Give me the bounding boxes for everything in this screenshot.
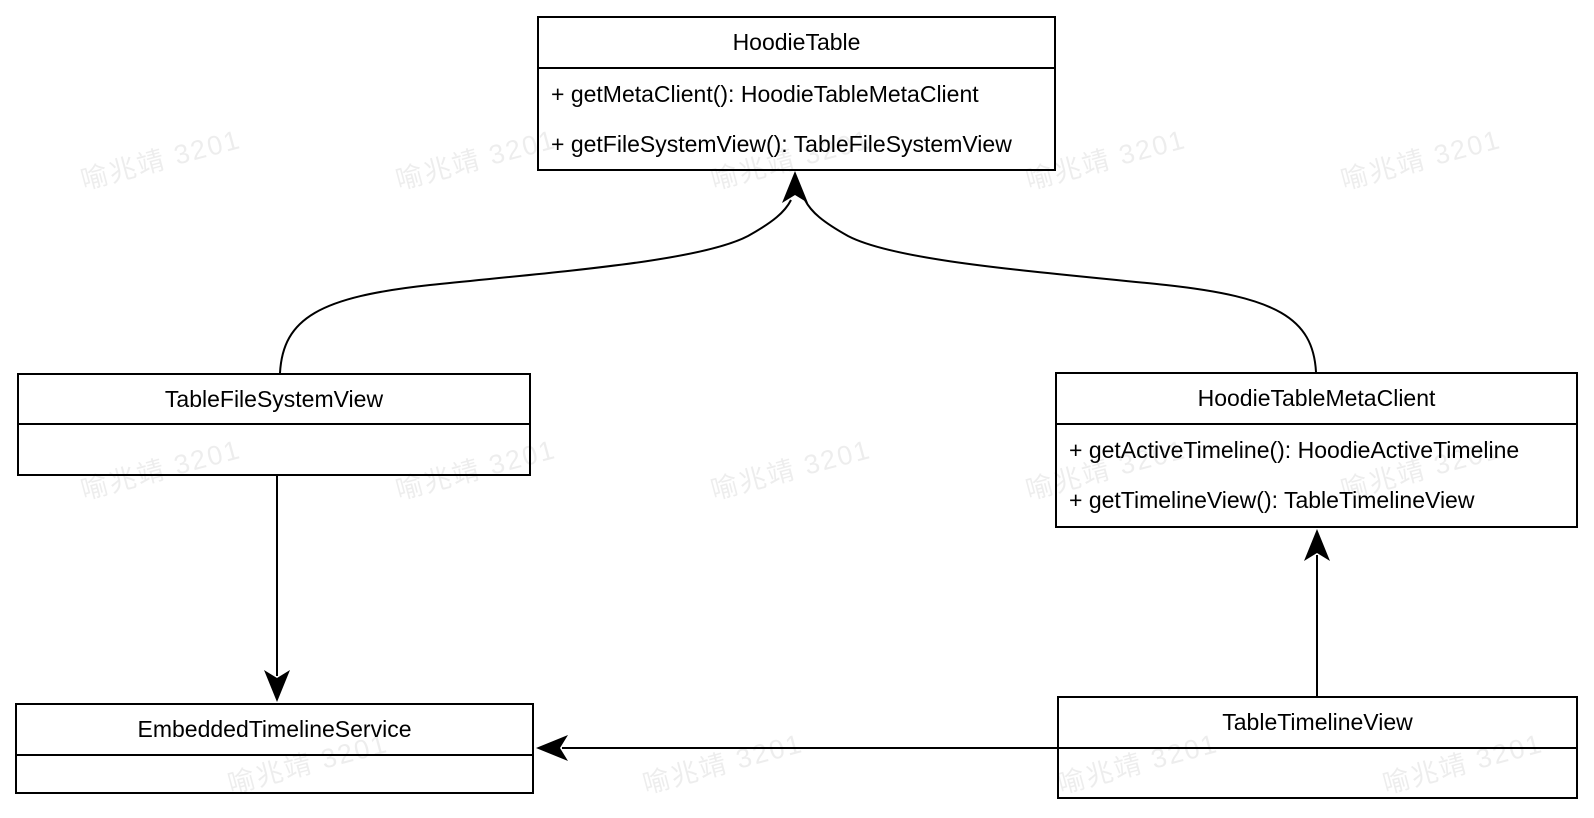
arrowhead-up-hoodietablemetaclient bbox=[1304, 529, 1330, 561]
edge-tablefilesystemview-to-hoodietable bbox=[279, 199, 792, 374]
class-title-hoodietable: HoodieTable bbox=[539, 18, 1054, 69]
class-box-tabletimelineview: TableTimelineView bbox=[1057, 696, 1578, 799]
class-box-hoodietable: HoodieTable + getMetaClient(): HoodieTab… bbox=[537, 16, 1056, 171]
class-title-tabletimelineview: TableTimelineView bbox=[1059, 698, 1576, 749]
class-title-embeddedtimelineservice: EmbeddedTimelineService bbox=[17, 705, 532, 756]
method-gettimelineview: + getTimelineView(): TableTimelineView bbox=[1069, 487, 1475, 514]
arrowhead-down-embeddedtimelineservice bbox=[264, 670, 290, 702]
arrowhead-left-embeddedtimelineservice bbox=[536, 735, 568, 761]
class-body-embeddedtimelineservice bbox=[17, 756, 532, 792]
class-box-tablefilesystemview: TableFileSystemView bbox=[17, 373, 531, 476]
method-getactivetimeline: + getActiveTimeline(): HoodieActiveTimel… bbox=[1069, 436, 1520, 463]
method-getmetaclient: + getMetaClient(): HoodieTableMetaClient bbox=[551, 80, 979, 107]
class-body-hoodietable: + getMetaClient(): HoodieTableMetaClient… bbox=[539, 69, 1054, 169]
class-title-hoodietablemetaclient: HoodieTableMetaClient bbox=[1057, 374, 1576, 425]
class-body-tabletimelineview bbox=[1059, 749, 1576, 797]
class-box-hoodietablemetaclient: HoodieTableMetaClient + getActiveTimelin… bbox=[1055, 372, 1578, 528]
arrowhead-up-hoodietable bbox=[782, 171, 808, 203]
class-body-tablefilesystemview bbox=[19, 425, 529, 474]
class-box-embeddedtimelineservice: EmbeddedTimelineService bbox=[15, 703, 534, 794]
edge-hoodietablemetaclient-to-hoodietable bbox=[804, 199, 1317, 373]
method-getfilesystemview: + getFileSystemView(): TableFileSystemVi… bbox=[551, 130, 1012, 157]
class-body-hoodietablemetaclient: + getActiveTimeline(): HoodieActiveTimel… bbox=[1057, 425, 1576, 526]
class-title-tablefilesystemview: TableFileSystemView bbox=[19, 375, 529, 425]
